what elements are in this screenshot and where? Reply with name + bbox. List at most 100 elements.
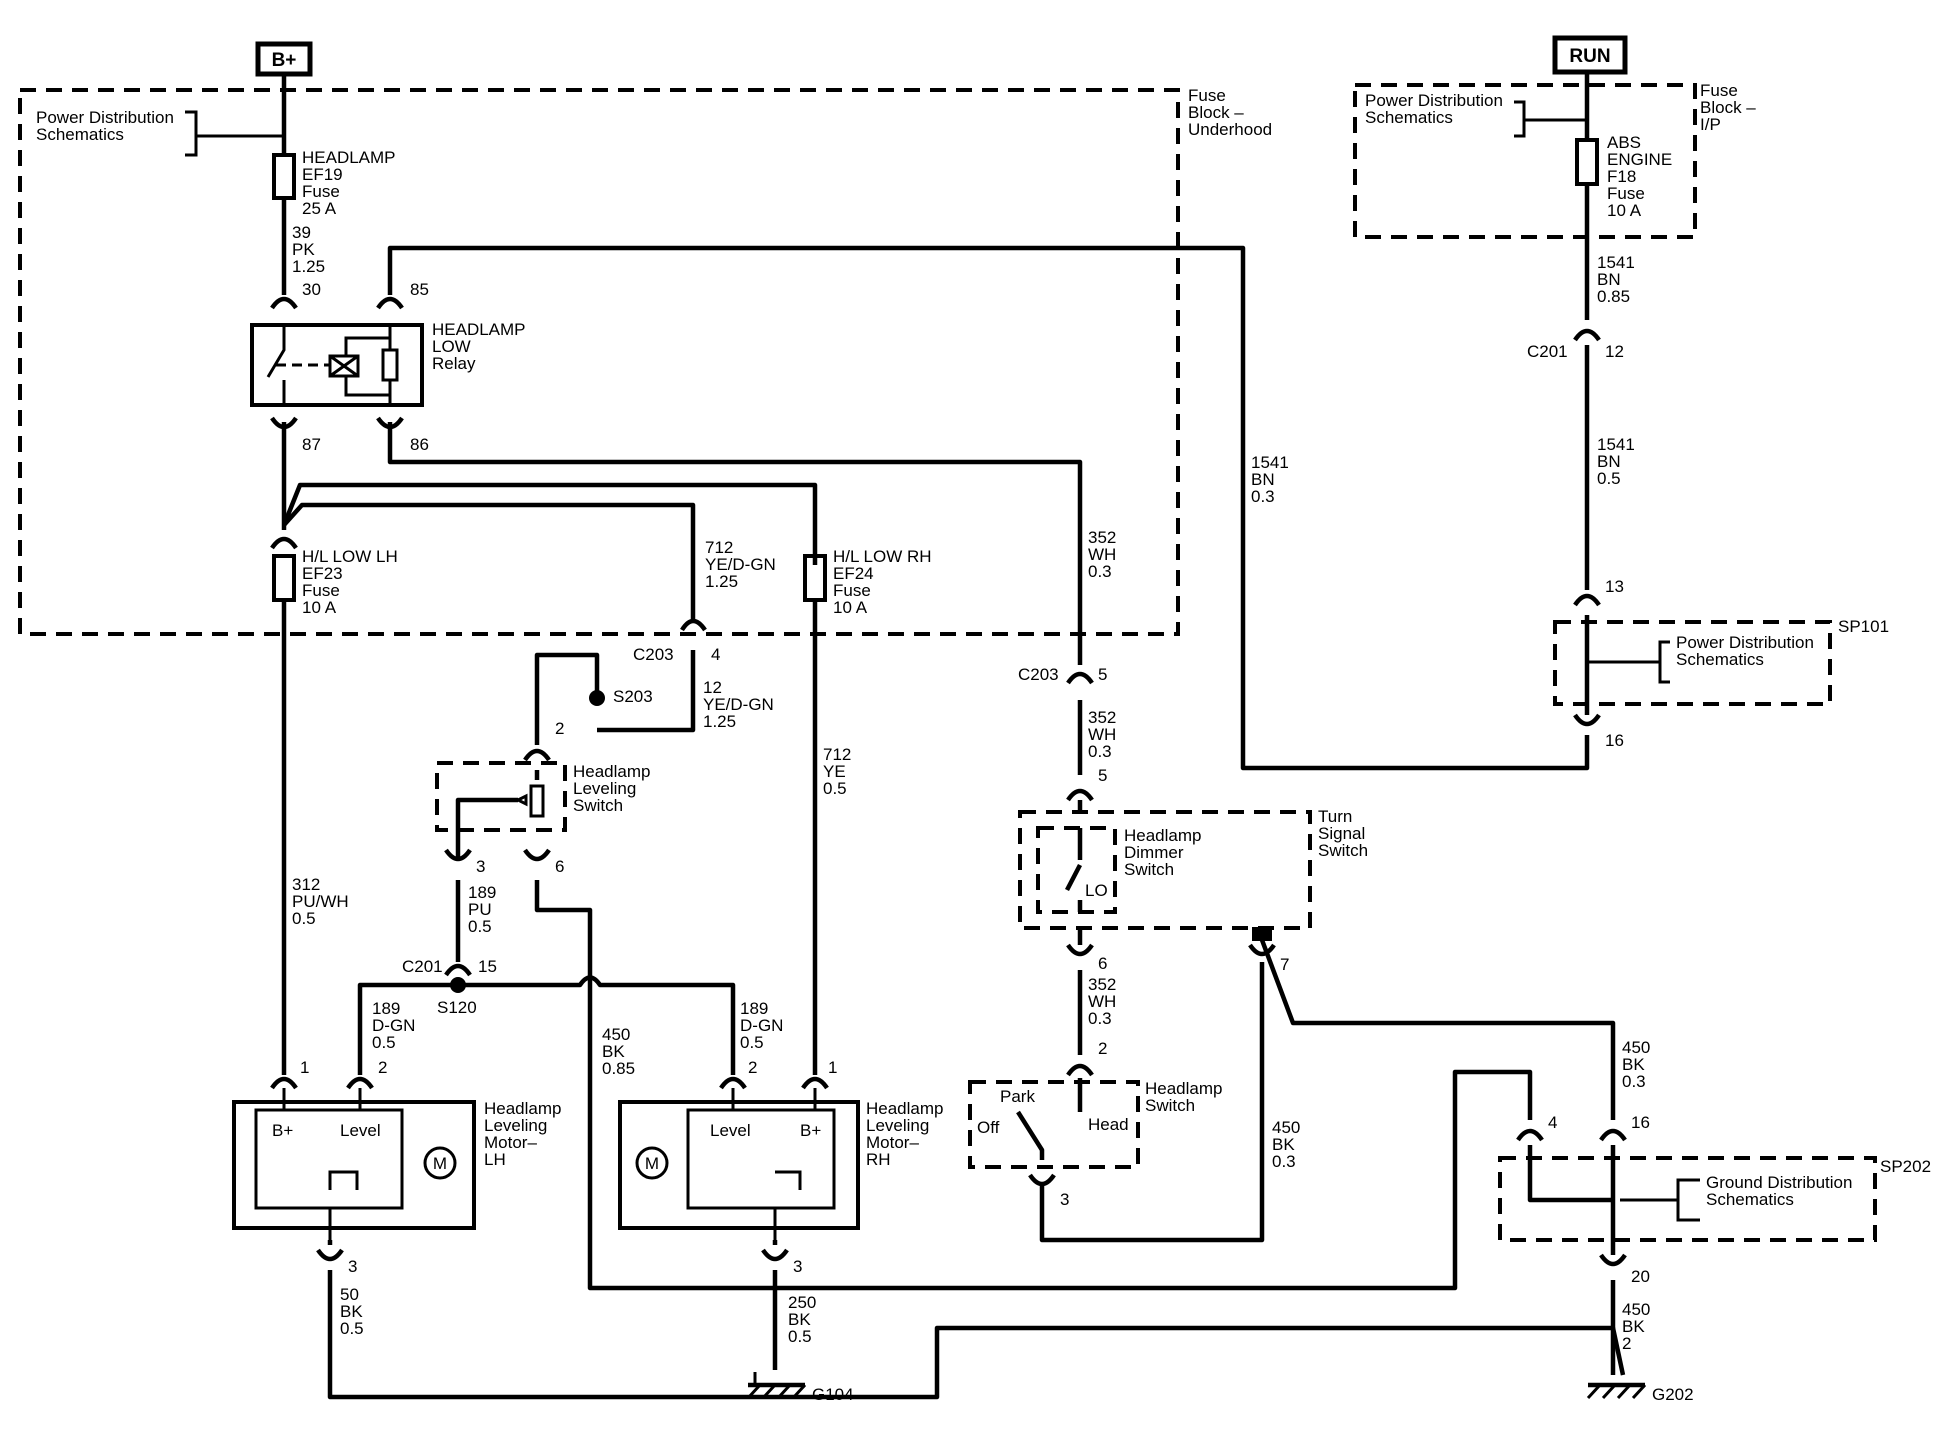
svg-text:F18: F18 xyxy=(1607,167,1636,186)
svg-text:Motor–: Motor– xyxy=(866,1133,919,1152)
svg-text:Fuse: Fuse xyxy=(1188,86,1226,105)
svg-text:G104: G104 xyxy=(812,1385,854,1404)
svg-text:EF24: EF24 xyxy=(833,564,874,583)
svg-text:450: 450 xyxy=(1272,1118,1300,1137)
svg-text:85: 85 xyxy=(410,280,429,299)
svg-text:Dimmer: Dimmer xyxy=(1124,843,1184,862)
svg-text:5: 5 xyxy=(1098,665,1107,684)
svg-text:Power Distribution: Power Distribution xyxy=(36,108,174,127)
svg-text:LH: LH xyxy=(484,1150,506,1169)
svg-text:C203: C203 xyxy=(1018,665,1059,684)
svg-text:C201: C201 xyxy=(1527,342,1568,361)
svg-text:Schematics: Schematics xyxy=(36,125,124,144)
headlamp-leveling-motor-rh: M Level B+ Headlamp Leveling Motor– RH xyxy=(618,1088,944,1240)
svg-text:Park: Park xyxy=(1000,1087,1035,1106)
svg-text:B+: B+ xyxy=(272,1121,293,1140)
power-distribution-ref-2: Power Distribution Schematics xyxy=(1365,91,1587,138)
svg-text:2: 2 xyxy=(555,719,564,738)
svg-text:6: 6 xyxy=(1098,954,1107,973)
svg-text:Fuse: Fuse xyxy=(1700,81,1738,100)
svg-text:Switch: Switch xyxy=(1318,841,1368,860)
turn-signal-switch: Turn Signal Switch Headlamp Dimmer Switc… xyxy=(1085,807,1368,941)
fuse-ef23: H/L LOW LH EF23 Fuse 10 A xyxy=(272,547,398,617)
underhood-label: Fuse Block – Underhood xyxy=(1188,86,1272,139)
svg-text:12: 12 xyxy=(1605,342,1624,361)
svg-text:BK: BK xyxy=(602,1042,625,1061)
svg-text:Schematics: Schematics xyxy=(1676,650,1764,669)
svg-text:HEADLAMP: HEADLAMP xyxy=(432,320,526,339)
svg-text:I/P: I/P xyxy=(1700,115,1721,134)
svg-text:30: 30 xyxy=(302,280,321,299)
svg-text:0.5: 0.5 xyxy=(823,779,847,798)
svg-text:0.5: 0.5 xyxy=(788,1327,812,1346)
sp101-enclosure xyxy=(1553,620,1832,706)
svg-text:712: 712 xyxy=(823,745,851,764)
svg-text:BK: BK xyxy=(788,1310,811,1329)
svg-text:WH: WH xyxy=(1088,545,1116,564)
svg-text:39: 39 xyxy=(292,223,311,242)
svg-text:YE/D-GN: YE/D-GN xyxy=(705,555,776,574)
svg-text:0.3: 0.3 xyxy=(1272,1152,1296,1171)
svg-text:352: 352 xyxy=(1088,708,1116,727)
splice-s120 xyxy=(450,977,466,993)
svg-text:Headlamp: Headlamp xyxy=(1124,826,1202,845)
svg-text:352: 352 xyxy=(1088,975,1116,994)
headlamp-switch-enclosure xyxy=(968,1080,1140,1169)
svg-text:Block –: Block – xyxy=(1188,103,1244,122)
run-label: RUN xyxy=(1569,46,1610,67)
splice-s203 xyxy=(589,690,605,706)
svg-text:G202: G202 xyxy=(1652,1385,1694,1404)
svg-text:2: 2 xyxy=(378,1058,387,1077)
svg-text:Switch: Switch xyxy=(1124,860,1174,879)
svg-text:SP101: SP101 xyxy=(1838,617,1889,636)
svg-text:3: 3 xyxy=(1060,1190,1069,1209)
svg-text:3: 3 xyxy=(793,1257,802,1276)
svg-text:0.5: 0.5 xyxy=(340,1319,364,1338)
svg-text:250: 250 xyxy=(788,1293,816,1312)
svg-text:5: 5 xyxy=(1098,766,1107,785)
svg-text:LO: LO xyxy=(1085,881,1108,900)
svg-text:C201: C201 xyxy=(402,957,443,976)
svg-text:10 A: 10 A xyxy=(1607,201,1642,220)
svg-text:2: 2 xyxy=(748,1058,757,1077)
svg-text:SP202: SP202 xyxy=(1880,1157,1931,1176)
svg-text:189: 189 xyxy=(372,999,400,1018)
bplus-source: B+ xyxy=(255,41,313,77)
svg-text:0.5: 0.5 xyxy=(468,917,492,936)
fuse-block-underhood xyxy=(18,88,1180,636)
svg-text:4: 4 xyxy=(1548,1113,1557,1132)
svg-text:D-GN: D-GN xyxy=(740,1016,783,1035)
svg-text:EF19: EF19 xyxy=(302,165,343,184)
svg-text:2: 2 xyxy=(1622,1334,1631,1353)
svg-text:Headlamp: Headlamp xyxy=(866,1099,944,1118)
svg-text:Head: Head xyxy=(1088,1115,1129,1134)
svg-text:450: 450 xyxy=(602,1025,630,1044)
svg-text:1: 1 xyxy=(300,1058,309,1077)
ground-g104: G104 xyxy=(746,1372,854,1404)
svg-text:EF23: EF23 xyxy=(302,564,343,583)
power-distribution-ref-1: Power Distribution Schematics xyxy=(36,108,282,157)
svg-text:Headlamp: Headlamp xyxy=(573,762,651,781)
svg-text:WH: WH xyxy=(1088,992,1116,1011)
svg-text:Fuse: Fuse xyxy=(833,581,871,600)
svg-text:Headlamp: Headlamp xyxy=(1145,1079,1223,1098)
bplus-label: B+ xyxy=(272,50,297,71)
svg-text:Underhood: Underhood xyxy=(1188,120,1272,139)
svg-text:BK: BK xyxy=(1622,1317,1645,1336)
svg-text:3: 3 xyxy=(348,1257,357,1276)
pin-numbers: 12 13 16 4 5 5 6 7 2 3 2 3 6 15 1 2 3 1 … xyxy=(300,342,1650,1286)
fuse-ef24: H/L LOW RH EF24 Fuse 10 A xyxy=(803,547,932,617)
svg-text:M: M xyxy=(645,1154,659,1173)
